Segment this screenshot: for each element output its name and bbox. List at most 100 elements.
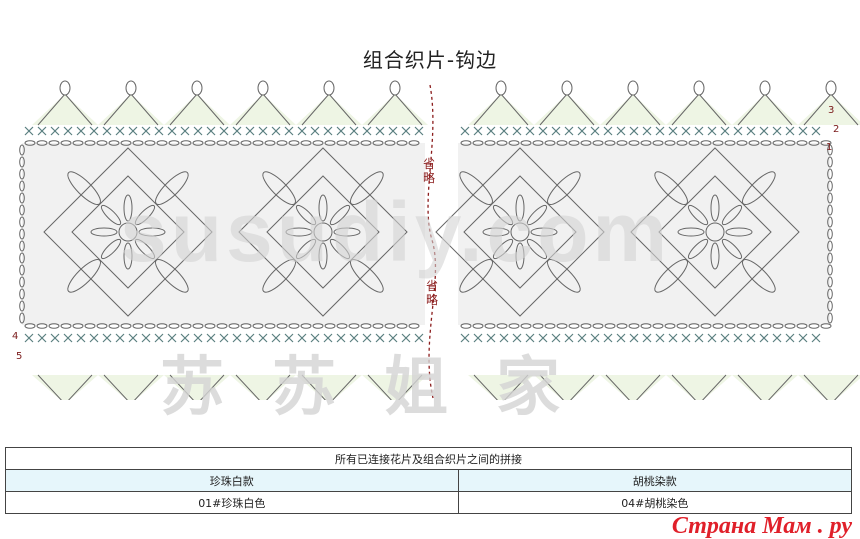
chain-stitch-icon (568, 323, 580, 329)
motif-chain-loop (547, 259, 581, 293)
sc-stitch-icon (232, 333, 242, 343)
chain-stitch-icon (784, 140, 796, 146)
chain-stitch-icon (384, 323, 396, 329)
brand-logo: Страна Мам . ру (671, 513, 852, 539)
sc-stitch-icon (707, 333, 717, 343)
chain-stitch-icon (712, 140, 724, 146)
sc-stitch-icon (668, 333, 678, 343)
chain-stitch-icon (676, 323, 688, 329)
chain-stitch-icon (760, 140, 772, 146)
chain-stitch-icon (216, 323, 228, 329)
sc-stitch-icon (629, 126, 639, 136)
crochet-diagram (19, 80, 860, 400)
sc-stitch-icon (258, 333, 268, 343)
sc-stitch-icon (759, 126, 769, 136)
chain-stitch-icon (19, 264, 25, 276)
motif-chain-loop (350, 259, 384, 293)
motif-chain-loop (350, 171, 384, 205)
chain-stitch-icon (748, 323, 760, 329)
picot-icon (627, 80, 639, 96)
omission-line (427, 84, 437, 399)
zigzag-shade (798, 94, 860, 125)
motif-petal (530, 227, 558, 237)
sc-stitch-icon (655, 126, 665, 136)
sc-stitch-icon (76, 126, 86, 136)
sc-stitch-icon (219, 126, 229, 136)
chain-stitch-icon (156, 323, 168, 329)
chain-stitch-icon (144, 140, 156, 146)
motif-petal (526, 238, 548, 260)
motif-petal (687, 204, 709, 226)
sc-stitch-icon (37, 126, 47, 136)
chain-stitch-icon (19, 156, 25, 168)
chain-stitch-icon (288, 323, 300, 329)
chain-stitch-icon (736, 140, 748, 146)
chain-stitch-icon (228, 140, 240, 146)
zigzag-shade (32, 375, 98, 400)
chain-stitch-icon (796, 140, 808, 146)
chain-stitch-icon (408, 140, 420, 146)
sc-stitch-icon (180, 333, 190, 343)
sc-stitch-icon (616, 333, 626, 343)
chain-stitch-icon (827, 240, 833, 252)
motif-petal (329, 204, 351, 226)
sc-stitch-icon (551, 126, 561, 136)
sc-stitch-icon (785, 126, 795, 136)
motif-chain-loop (67, 171, 101, 205)
sc-stitch-icon (603, 333, 613, 343)
sc-stitch-icon (499, 126, 509, 136)
chain-stitch-icon (496, 323, 508, 329)
sc-stitch-icon (811, 333, 821, 343)
zigzag-shade (98, 94, 164, 125)
chain-stitch-icon (24, 323, 36, 329)
zigzag-shade (98, 375, 164, 400)
chain-stitch-icon (168, 323, 180, 329)
sc-stitch-icon (271, 126, 281, 136)
motif-chain-loop (155, 171, 189, 205)
sc-stitch-icon (772, 333, 782, 343)
zigzag-stitch (169, 374, 225, 400)
motif-petal (710, 242, 720, 270)
sc-stitch-icon (76, 333, 86, 343)
chain-stitch-icon (300, 323, 312, 329)
sc-stitch-icon (720, 333, 730, 343)
chain-stitch-icon (592, 140, 604, 146)
picot-icon (561, 80, 573, 96)
sc-stitch-icon (564, 333, 574, 343)
sc-stitch-icon (401, 126, 411, 136)
motif-diamond (43, 147, 213, 317)
motif-petal (710, 194, 720, 222)
chain-stitch-icon (760, 323, 772, 329)
motif-inner-diamond (463, 175, 577, 289)
zigzag-shade (732, 94, 798, 125)
sc-stitch-icon (63, 333, 73, 343)
chain-stitch-icon (460, 140, 472, 146)
body-panel (458, 143, 830, 325)
sc-stitch-icon (414, 126, 424, 136)
sc-stitch-icon (193, 126, 203, 136)
motif-petal (677, 227, 705, 237)
motif-petal (123, 194, 133, 222)
sc-stitch-icon (206, 333, 216, 343)
sc-stitch-icon (414, 333, 424, 343)
sc-stitch-icon (102, 126, 112, 136)
sc-stitch-icon (720, 126, 730, 136)
chain-stitch-icon (568, 140, 580, 146)
sc-stitch-icon (323, 333, 333, 343)
chain-stitch-icon (372, 323, 384, 329)
chain-stitch-icon (360, 323, 372, 329)
sc-stitch-icon (642, 333, 652, 343)
sc-stitch-icon (707, 126, 717, 136)
chain-stitch-icon (700, 140, 712, 146)
motif-chain-loop (262, 259, 296, 293)
sc-stitch-icon (798, 126, 808, 136)
sc-stitch-icon (772, 126, 782, 136)
chain-stitch-icon (544, 323, 556, 329)
chain-stitch-icon (827, 168, 833, 180)
sc-stitch-icon (232, 126, 242, 136)
chain-stitch-icon (108, 140, 120, 146)
chain-stitch-icon (676, 140, 688, 146)
zigzag-stitch (803, 374, 859, 400)
sc-stitch-icon (603, 126, 613, 136)
sc-stitch-icon (590, 333, 600, 343)
